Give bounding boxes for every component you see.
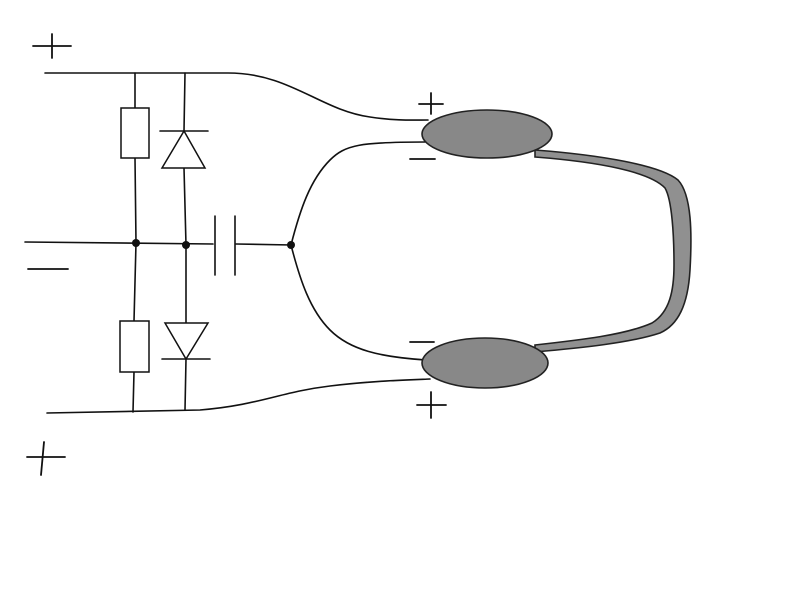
middle-ground-wire [24, 241, 214, 245]
upper-diode [159, 129, 209, 169]
bottom-input-plus-sign [26, 441, 66, 476]
resistor-branch-lower-wire [132, 371, 135, 413]
bottom-earpiece [421, 337, 549, 389]
capacitor-to-junction-wire [235, 243, 293, 246]
capacitor [214, 215, 236, 276]
bottom-rail-wire [46, 378, 431, 414]
diode-branch-lower-wire [184, 358, 187, 411]
resistor-branch-lower-mid-wire [133, 242, 137, 322]
lower-negative-wire [290, 244, 427, 361]
top-earpiece [421, 109, 553, 159]
resistor-branch-upper-mid-wire [134, 157, 137, 244]
top-rail-wire [44, 72, 429, 121]
diode-branch-upper-wire [183, 72, 186, 132]
diode-branch-upper-mid-wire [183, 167, 187, 246]
lower-diode [161, 322, 211, 361]
top-earpiece-plus-sign [418, 92, 444, 115]
headband [534, 149, 692, 353]
lower-resistor [119, 320, 150, 373]
junction-node-left [132, 239, 140, 247]
bottom-earpiece-plus-sign [416, 391, 447, 419]
junction-node-middle [182, 241, 190, 249]
top-input-plus-sign [32, 33, 72, 59]
upper-negative-wire [290, 141, 426, 246]
upper-resistor [120, 107, 150, 159]
